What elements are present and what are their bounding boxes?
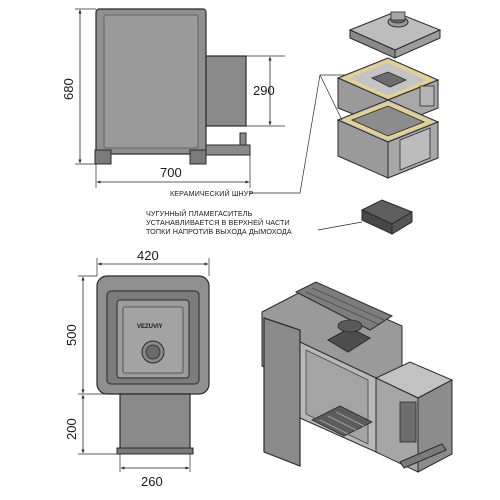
side-door-knob	[239, 132, 247, 146]
side-leg-right	[189, 149, 207, 165]
flame-arrester-leader	[317, 221, 363, 231]
front-base-width-label: 260	[141, 474, 163, 489]
cutaway-grate	[311, 405, 373, 437]
top-lid	[348, 11, 442, 59]
flame-arrester-label-line1: ЧУГУННЫЙ ПЛАМЕГАСИТЕЛЬ	[146, 209, 253, 218]
exploded-view: КЕРАМИЧЕСКИЙ ШНУР ЧУГУННЫЙ ПЛАМЕГАСИТЕЛЬ…	[146, 11, 442, 236]
cutaway-side-panel	[263, 317, 301, 467]
side-view: 680 290 700	[61, 8, 285, 188]
side-body-panel	[103, 14, 199, 149]
ceramic-cord-label: КЕРАМИЧЕСКИЙ ШНУР	[170, 189, 253, 198]
cord-leader	[250, 74, 345, 194]
front-view: VEZUVIY 420 500 200 260	[64, 248, 210, 489]
side-width-label: 700	[160, 165, 182, 180]
side-chimney-height-label: 290	[253, 83, 275, 98]
cutaway-flame-arrester	[326, 327, 372, 353]
cutaway-tunnel-opening	[399, 401, 417, 443]
side-door-rod	[205, 144, 251, 156]
front-tunnel-foot	[116, 447, 194, 455]
front-door-inner	[122, 306, 184, 374]
flame-arrester-label-line3: ТОПКИ НАПРОТИВ ВЫХОДА ДЫМОХОДА	[146, 227, 292, 236]
front-logo: VEZUVIY	[137, 324, 163, 330]
side-tunnel	[205, 55, 247, 127]
flame-arrester-label-line2: УСТАНАВЛИВАЕТСЯ В ВЕРХНЕЙ ЧАСТИ	[146, 218, 290, 227]
front-height-label: 500	[64, 324, 79, 346]
ceramic-cord-upper	[341, 59, 435, 99]
side-height-label: 680	[61, 78, 76, 100]
front-width-label: 420	[137, 248, 159, 263]
flame-arrester	[360, 199, 414, 235]
side-leg-left	[94, 149, 112, 165]
ceramic-cord-lower	[342, 102, 434, 140]
cord-leader-2	[319, 74, 343, 121]
cutaway-door-rod	[399, 443, 447, 469]
cutaway-tunnel-side	[375, 377, 419, 473]
front-porthole	[145, 344, 161, 360]
cutaway-top-deck	[294, 281, 394, 331]
cutaway-chimney-hole	[337, 319, 363, 333]
front-tunnel	[119, 393, 191, 451]
lower-section	[336, 99, 440, 179]
front-leg-height-label: 200	[64, 418, 79, 440]
cutaway-view	[261, 281, 454, 473]
